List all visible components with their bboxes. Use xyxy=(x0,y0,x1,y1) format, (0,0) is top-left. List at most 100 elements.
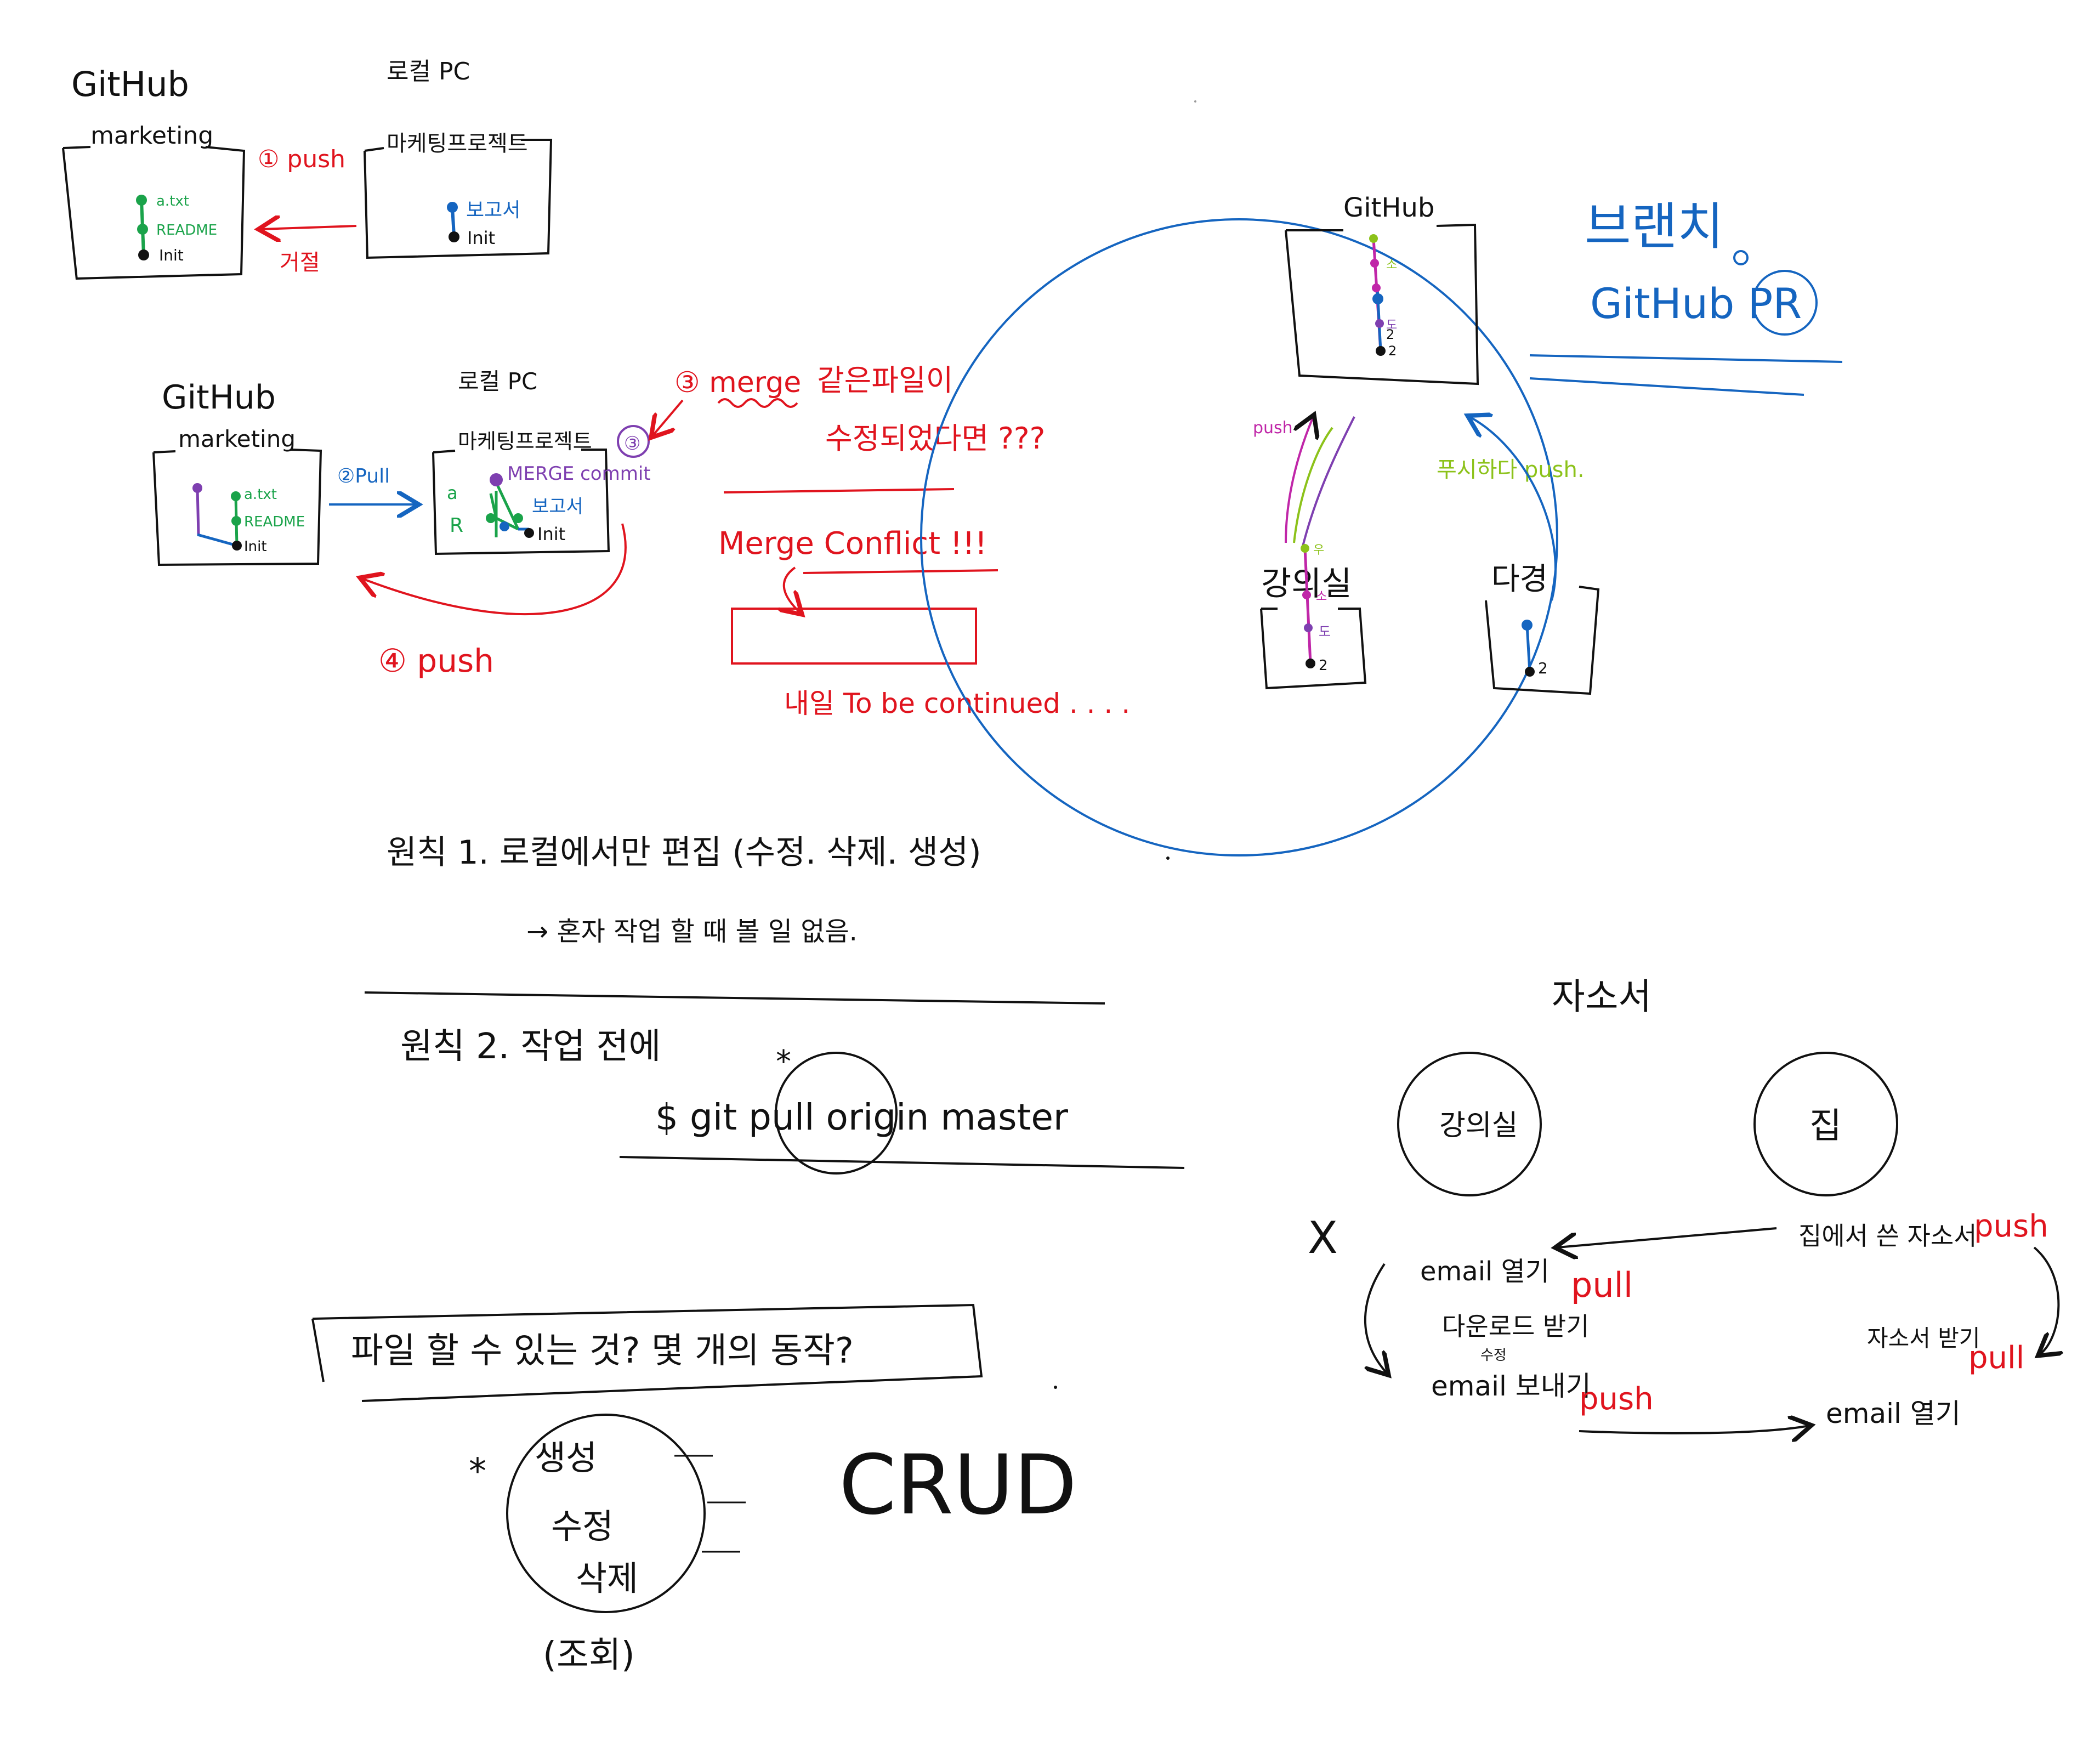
home-push-label: push xyxy=(1974,1209,2048,1244)
local-project-label: 마케팅프로젝트 xyxy=(387,131,528,156)
commit-node xyxy=(231,491,241,501)
push-arrow-blue xyxy=(1469,417,1557,601)
commit-node xyxy=(1306,659,1315,668)
push-arrow-purple xyxy=(1301,416,1355,549)
commit-node xyxy=(486,513,496,523)
office-step: email 열기 xyxy=(1420,1256,1550,1287)
rejected-label: 거절 xyxy=(280,250,320,275)
push-back-arrow xyxy=(362,523,627,616)
branch-title: 브랜치 xyxy=(1585,197,1724,256)
repo-label: marketing xyxy=(178,426,296,452)
commit-label: 2 xyxy=(1538,659,1548,677)
commit-label: 보고서 xyxy=(466,199,520,222)
commit-node xyxy=(1370,259,1379,268)
divider xyxy=(364,991,1105,1005)
pr-circle xyxy=(1752,270,1818,336)
github-title: GitHub xyxy=(162,378,276,417)
merge-conflict-label: Merge Conflict !!! xyxy=(718,526,987,561)
crud-section: 파일 할 수 있는 것? 몇 개의 동작? * 생성 수정 삭제 (조회) CR… xyxy=(311,1303,1077,1676)
rule-1: 원칙 1. 로컬에서만 편집 (수정. 삭제. 생성) xyxy=(387,833,981,872)
remote-repo-box xyxy=(62,146,246,280)
commit-node xyxy=(449,231,459,242)
commit-node xyxy=(192,483,202,493)
merge-commit-node xyxy=(490,473,503,486)
question-line-1: 같은파일이 xyxy=(817,363,953,398)
local-project-label: 마케팅프로젝트 xyxy=(458,429,592,453)
principles-section: 원칙 1. 로컬에서만 편집 (수정. 삭제. 생성) → 혼자 작업 할 때 … xyxy=(364,833,1185,1175)
underline xyxy=(1529,354,1843,363)
crud-question: 파일 할 수 있는 것? 몇 개의 동작? xyxy=(351,1331,854,1371)
commit-label: 도 xyxy=(1319,624,1331,639)
commit-label: 2 xyxy=(1388,343,1397,359)
commit-node xyxy=(1375,319,1384,328)
stray-dot xyxy=(1054,1386,1057,1389)
push-left-label: push xyxy=(1253,418,1293,438)
home-note: 집에서 쓴 자소서 xyxy=(1798,1221,1977,1251)
merge-commit-label: MERGE commit xyxy=(507,463,651,485)
underline xyxy=(1529,377,1804,396)
resume-section: 자소서 강의실 집 X 집에서 쓴 자소서 push email 열기 pull… xyxy=(1308,975,2058,1433)
stray-dot xyxy=(1194,100,1196,103)
resume-title: 자소서 xyxy=(1552,975,1651,1018)
commit-node xyxy=(447,202,458,213)
home-label: 집 xyxy=(1809,1106,1842,1147)
question-box xyxy=(311,1303,983,1402)
office-circle xyxy=(1397,1052,1542,1196)
conflict-pointer-arrow xyxy=(784,566,801,613)
home-to-office-arrow xyxy=(1557,1227,1777,1247)
pull-highlight-circle xyxy=(775,1052,898,1175)
crud-acronym: CRUD xyxy=(839,1438,1077,1533)
step3-badge-circle xyxy=(617,425,650,458)
x-mark: X xyxy=(1308,1212,1338,1263)
home-open: email 열기 xyxy=(1826,1398,1961,1429)
home-receive: 자소서 받기 xyxy=(1867,1325,1980,1352)
home-repo-box xyxy=(1485,586,1600,695)
crud-create: 생성 xyxy=(535,1438,597,1478)
commit-node xyxy=(137,224,148,235)
merge-underline-squiggle xyxy=(717,398,798,408)
stray-dot xyxy=(1166,856,1170,860)
github-title: GitHub xyxy=(71,64,189,104)
commit-label: Init xyxy=(537,524,565,544)
rule-1-note: → 혼자 작업 할 때 볼 일 없음. xyxy=(526,916,858,947)
local-repo-box xyxy=(364,139,553,259)
commit-node xyxy=(231,516,241,526)
pull-label: ②Pull xyxy=(337,465,390,487)
commit-node xyxy=(136,195,147,206)
conflict-underline xyxy=(803,569,998,574)
github-title: GitHub xyxy=(1343,192,1434,223)
commit-node xyxy=(524,528,534,538)
commit-node xyxy=(1376,346,1386,356)
commit-node xyxy=(1525,667,1535,677)
commit-node xyxy=(513,513,523,523)
commit-node xyxy=(1301,544,1309,553)
commit-node xyxy=(1304,623,1313,632)
local-pc-title: 로컬 PC xyxy=(387,58,470,86)
office-step: 수정 xyxy=(1480,1347,1507,1364)
commit-label: README xyxy=(244,514,305,530)
commit-label: Init xyxy=(467,228,495,248)
github-pr-title: GitHub PR xyxy=(1590,279,1802,328)
home-loop-arrow xyxy=(2033,1246,2058,1354)
home-circle xyxy=(1753,1052,1898,1196)
push-arrow xyxy=(260,226,357,229)
git-command: $ git pull origin master xyxy=(655,1096,1069,1138)
commit-label: R xyxy=(450,514,463,537)
remote-repo-box xyxy=(152,449,322,566)
diagram-rejected-push: GitHub 로컬 PC marketing a.txt README Init… xyxy=(62,58,553,280)
crud-circle xyxy=(506,1414,706,1613)
office-repo-box xyxy=(1260,608,1367,690)
commit-label: 2 xyxy=(1319,657,1328,674)
branch-circle xyxy=(920,218,1558,856)
commit-label: 보고서 xyxy=(532,496,583,518)
commit-label: 소 xyxy=(1316,590,1327,604)
office-flow-bracket xyxy=(1364,1263,1387,1374)
remote-repo-box xyxy=(1285,223,1479,385)
separator-line xyxy=(723,488,955,493)
crud-star: * xyxy=(469,1451,486,1492)
repo-label: marketing xyxy=(90,122,213,150)
command-underline xyxy=(619,1156,1185,1169)
commit-label: 도 xyxy=(1386,319,1397,332)
commit-label: 우 xyxy=(1313,543,1324,557)
